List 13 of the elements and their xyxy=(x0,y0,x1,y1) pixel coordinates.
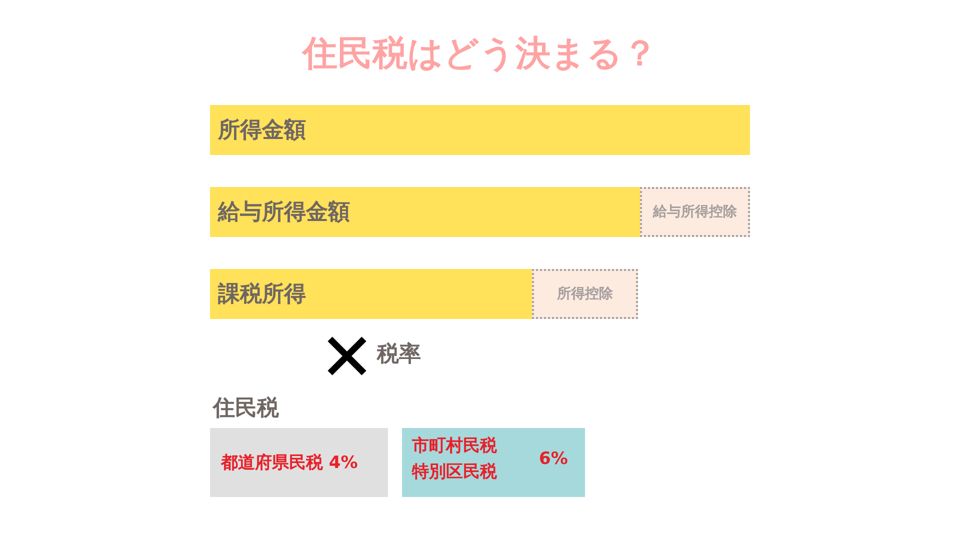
factor-label: 税率 xyxy=(377,344,421,366)
income-bar: 所得金額 xyxy=(210,105,750,155)
income-bar: 課税所得 xyxy=(210,269,532,319)
tax-rate: 6% xyxy=(539,451,568,468)
income-bar: 給与所得金額 xyxy=(210,187,640,237)
deduction-box: 給与所得控除 xyxy=(640,187,750,237)
title: 住民税はどう決まる？ xyxy=(300,37,658,72)
tax-name: 市町村民税 xyxy=(412,438,497,455)
tax-name: 特別区民税 xyxy=(412,464,497,481)
deduction-box: 所得控除 xyxy=(532,269,638,319)
tax-rate-box xyxy=(402,428,585,497)
section-heading: 住民税 xyxy=(213,398,279,420)
tax-rate-box: 都道府県民税 4% xyxy=(210,428,388,497)
